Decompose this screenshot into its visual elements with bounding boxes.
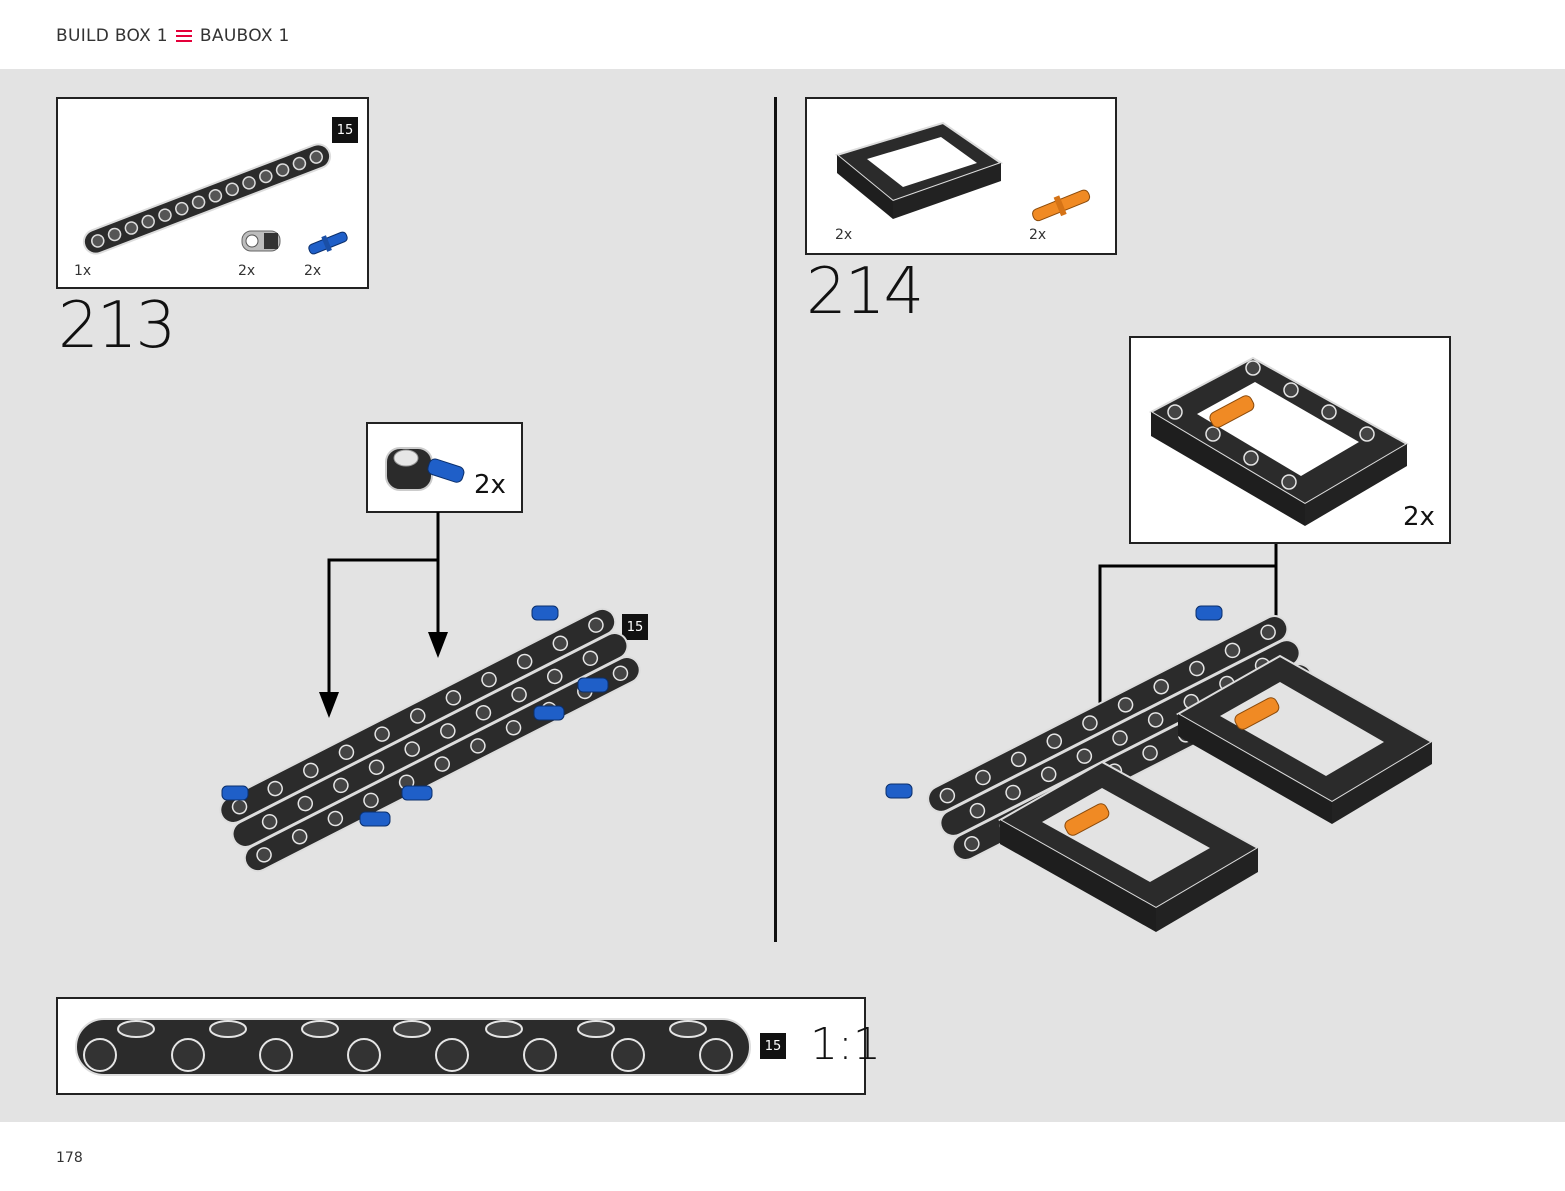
scale-length-badge: 15 bbox=[760, 1033, 786, 1059]
step-number-214: 214 bbox=[806, 255, 924, 329]
header-right-label: BAUBOX 1 bbox=[199, 26, 290, 46]
connector-quantity: 2x bbox=[238, 263, 256, 279]
header-title: BUILD BOX 1 BAUBOX 1 bbox=[56, 26, 290, 46]
frame-part-icon bbox=[834, 121, 1004, 219]
assembly-length-badge: 15 bbox=[622, 614, 648, 640]
page-footer bbox=[0, 1122, 1565, 1191]
page-number: 178 bbox=[56, 1150, 83, 1166]
beam-quantity: 1x bbox=[74, 263, 92, 279]
menu-lines-icon bbox=[175, 30, 192, 42]
beam-15-part-icon bbox=[82, 143, 332, 255]
parts-callout-213: 15 1x 2x 2x bbox=[56, 97, 369, 289]
scale-reference-box: 15 1:1 bbox=[56, 997, 881, 1095]
blue-pin-part-icon bbox=[308, 231, 348, 255]
frame-quantity: 2x bbox=[835, 227, 853, 243]
frame-with-pins-icon bbox=[1148, 356, 1410, 526]
assembly-214-illustration bbox=[885, 605, 1434, 932]
step-divider bbox=[774, 97, 777, 942]
step-number-213: 213 bbox=[58, 289, 176, 363]
beam-15-actual-size-icon bbox=[75, 1018, 751, 1076]
connector-with-pin-icon bbox=[385, 447, 465, 491]
submodel-callout-214: 2x bbox=[1129, 336, 1451, 544]
orange-pin-part-icon bbox=[1032, 189, 1091, 222]
parts-callout-214: 2x 2x bbox=[805, 97, 1117, 255]
submodel-callout-213: 2x bbox=[366, 422, 523, 513]
connector-part-icon bbox=[241, 230, 281, 252]
page-header: BUILD BOX 1 BAUBOX 1 bbox=[0, 0, 1565, 69]
submodel-quantity-214: 2x bbox=[1403, 502, 1435, 532]
submodel-quantity: 2x bbox=[474, 470, 506, 500]
header-left-label: BUILD BOX 1 bbox=[56, 26, 168, 46]
orange-pin-quantity: 2x bbox=[1029, 227, 1047, 243]
pin-quantity: 2x bbox=[304, 263, 322, 279]
scale-ratio: 1:1 bbox=[810, 1019, 881, 1070]
beam-length-badge: 15 bbox=[332, 117, 358, 143]
assembly-213-illustration bbox=[219, 605, 641, 873]
